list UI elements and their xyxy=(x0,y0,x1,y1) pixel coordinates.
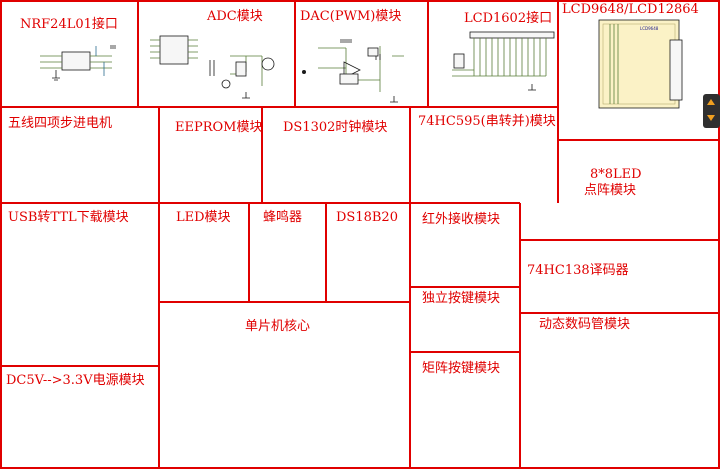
nrf24l01-circuit xyxy=(40,45,116,81)
title-led: LED模块 xyxy=(176,210,231,225)
adc-circuit xyxy=(150,35,275,99)
title-hc138: 74HC138译码器 xyxy=(527,263,629,278)
title-buzzer: 蜂鸣器 xyxy=(263,209,302,225)
lcd9648-circuit: LCD9648 xyxy=(598,19,683,109)
title-dynamic-seg: 动态数码管模块 xyxy=(539,317,630,332)
title-hc595: 74HC595(串转并)模块 xyxy=(418,114,556,129)
scroll-widget[interactable] xyxy=(703,94,720,128)
title-stepper: 五线四项步进电机 xyxy=(8,116,112,131)
title-dac: DAC(PWM)模块 xyxy=(300,9,401,24)
title-ds1302: DS1302时钟模块 xyxy=(283,119,387,135)
dac-circuit xyxy=(302,39,404,103)
title-usb-ttl: USB转TTL下载模块 xyxy=(8,210,129,225)
svg-text:LCD9648: LCD9648 xyxy=(640,26,659,31)
title-lcd1602: LCD1602接口 xyxy=(464,10,552,26)
title-nrf24l01: NRF24L01接口 xyxy=(20,16,118,32)
title-ds18b20: DS18B20 xyxy=(336,210,398,225)
module-titles: NRF24L01接口 ADC模块 DAC(PWM)模块 LCD1602接口 LC… xyxy=(6,2,699,388)
title-led-matrix-2: 点阵模块 xyxy=(584,183,636,198)
title-ir: 红外接收模块 xyxy=(422,211,500,227)
title-lcd9648: LCD9648/LCD12864 xyxy=(562,2,699,17)
lcd1602-circuit xyxy=(452,31,555,91)
title-led-matrix-1: 8*8LED xyxy=(590,167,642,182)
chevron-up-icon[interactable] xyxy=(707,99,715,105)
chevron-down-icon[interactable] xyxy=(707,115,715,121)
title-key-independent: 独立按键模块 xyxy=(422,291,500,306)
title-adc: ADC模块 xyxy=(206,9,263,24)
title-mcu-core: 单片机核心 xyxy=(245,319,310,334)
title-dc-power: DC5V-->3.3V电源模块 xyxy=(6,373,145,388)
title-matrix-key: 矩阵按键模块 xyxy=(422,361,500,376)
title-eeprom: EEPROM模块 xyxy=(175,120,262,135)
